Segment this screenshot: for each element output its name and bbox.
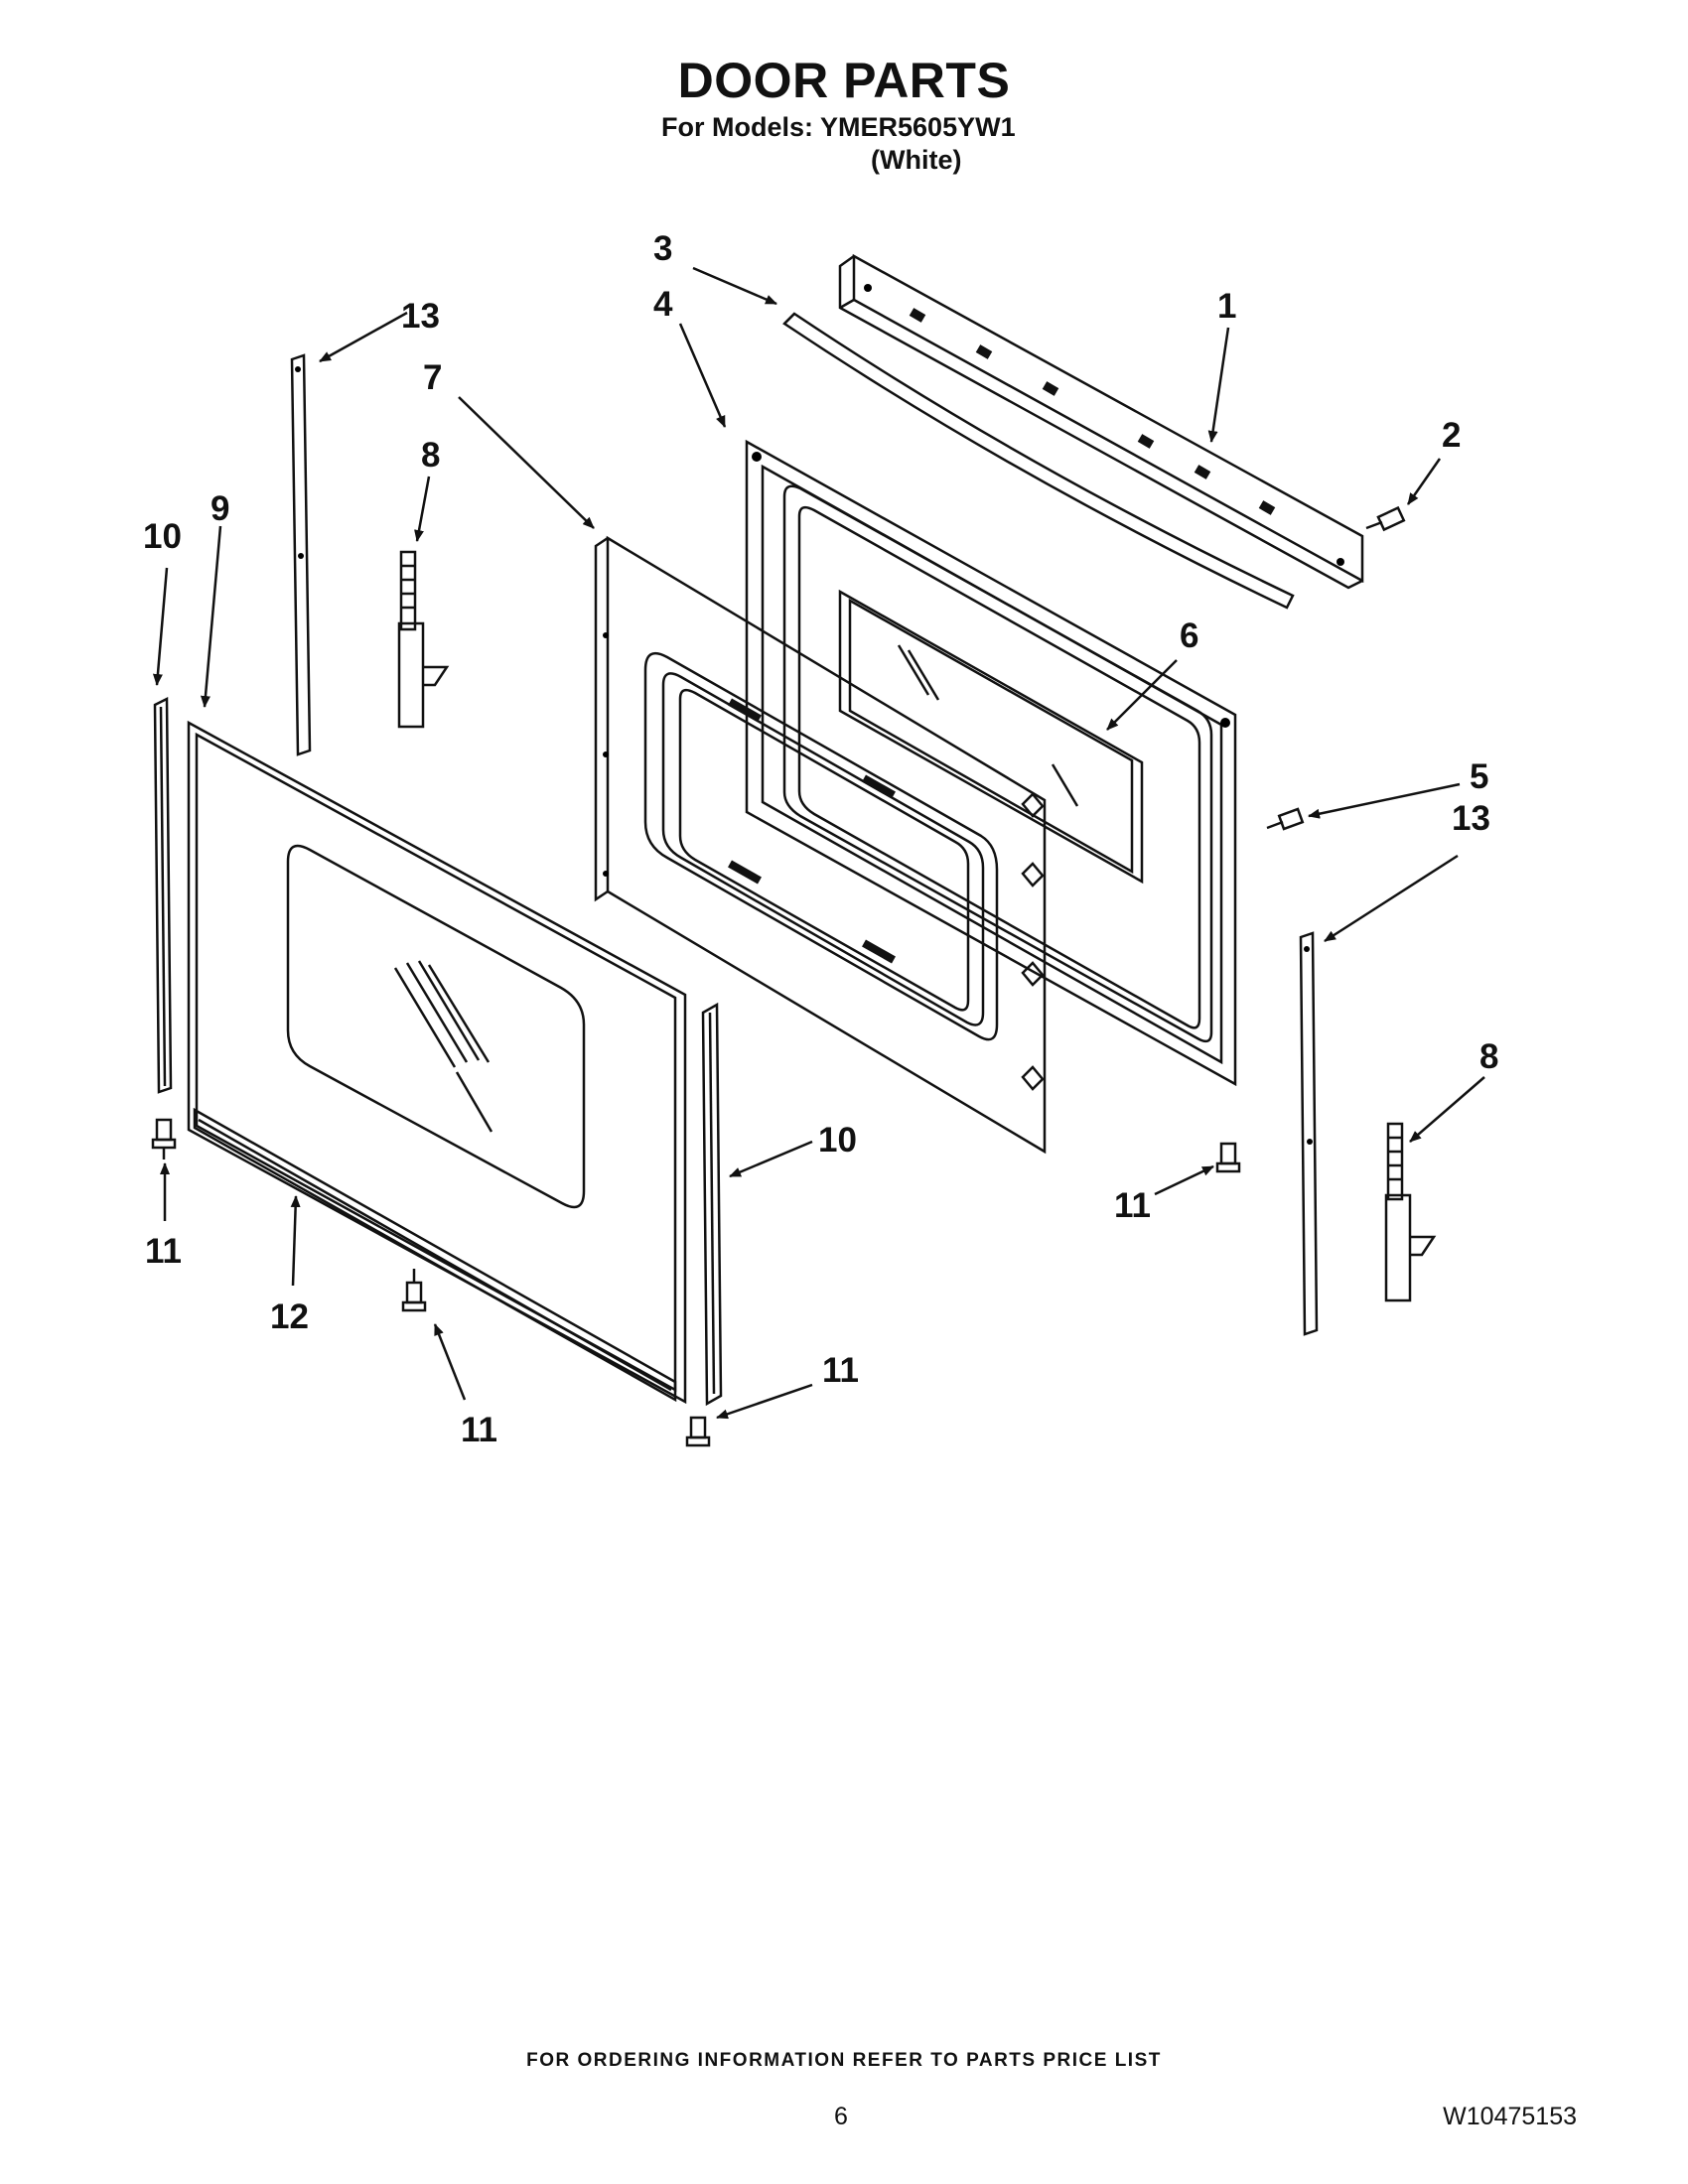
- leader-7: [458, 396, 595, 529]
- model-number: For Models: YMER5605YW1: [661, 112, 1016, 142]
- part-screw-11a: [151, 1118, 177, 1160]
- leader-4: [678, 323, 727, 428]
- callout-3: 3: [653, 229, 672, 268]
- leader-13a: [319, 311, 408, 363]
- part-screw-11b: [401, 1269, 427, 1312]
- leader-lines: [152, 266, 1485, 1420]
- leader-11d: [1154, 1164, 1214, 1196]
- callout-11a: 11: [145, 1232, 182, 1271]
- callout-11b: 11: [461, 1411, 497, 1449]
- leader-12: [290, 1195, 301, 1287]
- part-hinge-right: [1384, 1122, 1437, 1302]
- part-screw-2: [1365, 505, 1406, 532]
- callout-13a: 13: [401, 297, 440, 336]
- leader-13b: [1324, 854, 1459, 943]
- leader-6: [1106, 659, 1178, 731]
- callout-10b: 10: [818, 1121, 857, 1160]
- leader-8b: [1409, 1076, 1485, 1143]
- callout-9: 9: [211, 489, 229, 528]
- part-hinge-strip-right: [1299, 931, 1319, 1336]
- part-hinge-strip-left: [290, 353, 312, 756]
- part-side-trim-right: [701, 1002, 723, 1407]
- part-hinge-left: [397, 550, 450, 729]
- page-title: DOOR PARTS: [677, 53, 1011, 108]
- leader-11b: [433, 1323, 467, 1401]
- leader-11c: [716, 1383, 813, 1420]
- callout-8a: 8: [421, 436, 440, 475]
- part-window-glass: [838, 589, 1144, 885]
- leader-9: [200, 525, 222, 708]
- callout-4: 4: [653, 285, 673, 324]
- document-number: W10475153: [1443, 2103, 1577, 2130]
- part-door-handle: [782, 312, 1295, 610]
- callout-10a: 10: [143, 517, 182, 556]
- callout-8b: 8: [1479, 1037, 1498, 1076]
- leader-5: [1308, 782, 1461, 819]
- leader-1: [1207, 327, 1230, 443]
- part-screw-5: [1266, 807, 1305, 831]
- callout-12: 12: [270, 1297, 309, 1336]
- part-door-frame: [594, 535, 1047, 1155]
- leader-3: [692, 266, 777, 306]
- callout-13b: 13: [1452, 799, 1490, 838]
- callout-11c: 11: [822, 1351, 859, 1390]
- part-screw-11d: [1215, 1142, 1241, 1173]
- callout-1: 1: [1217, 287, 1236, 326]
- page-number: 6: [834, 2103, 848, 2130]
- callout-2: 2: [1442, 416, 1461, 455]
- model-color: (White): [871, 145, 962, 175]
- callout-11d: 11: [1114, 1186, 1151, 1225]
- callout-7: 7: [423, 358, 442, 397]
- leader-2: [1406, 458, 1442, 505]
- part-vent-trim: [838, 253, 1364, 590]
- part-side-trim-left: [153, 696, 173, 1094]
- callout-6: 6: [1180, 616, 1198, 655]
- part-outer-door-panel: [187, 720, 687, 1405]
- leader-10b: [729, 1140, 813, 1178]
- part-bottom-trim: [193, 1107, 677, 1403]
- leader-10a: [152, 567, 169, 686]
- ordering-note: FOR ORDERING INFORMATION REFER TO PARTS …: [526, 2050, 1162, 2071]
- part-inner-door-panel: [745, 439, 1237, 1087]
- leader-8a: [414, 476, 431, 542]
- part-screw-11c: [685, 1416, 711, 1447]
- callout-5: 5: [1470, 757, 1488, 796]
